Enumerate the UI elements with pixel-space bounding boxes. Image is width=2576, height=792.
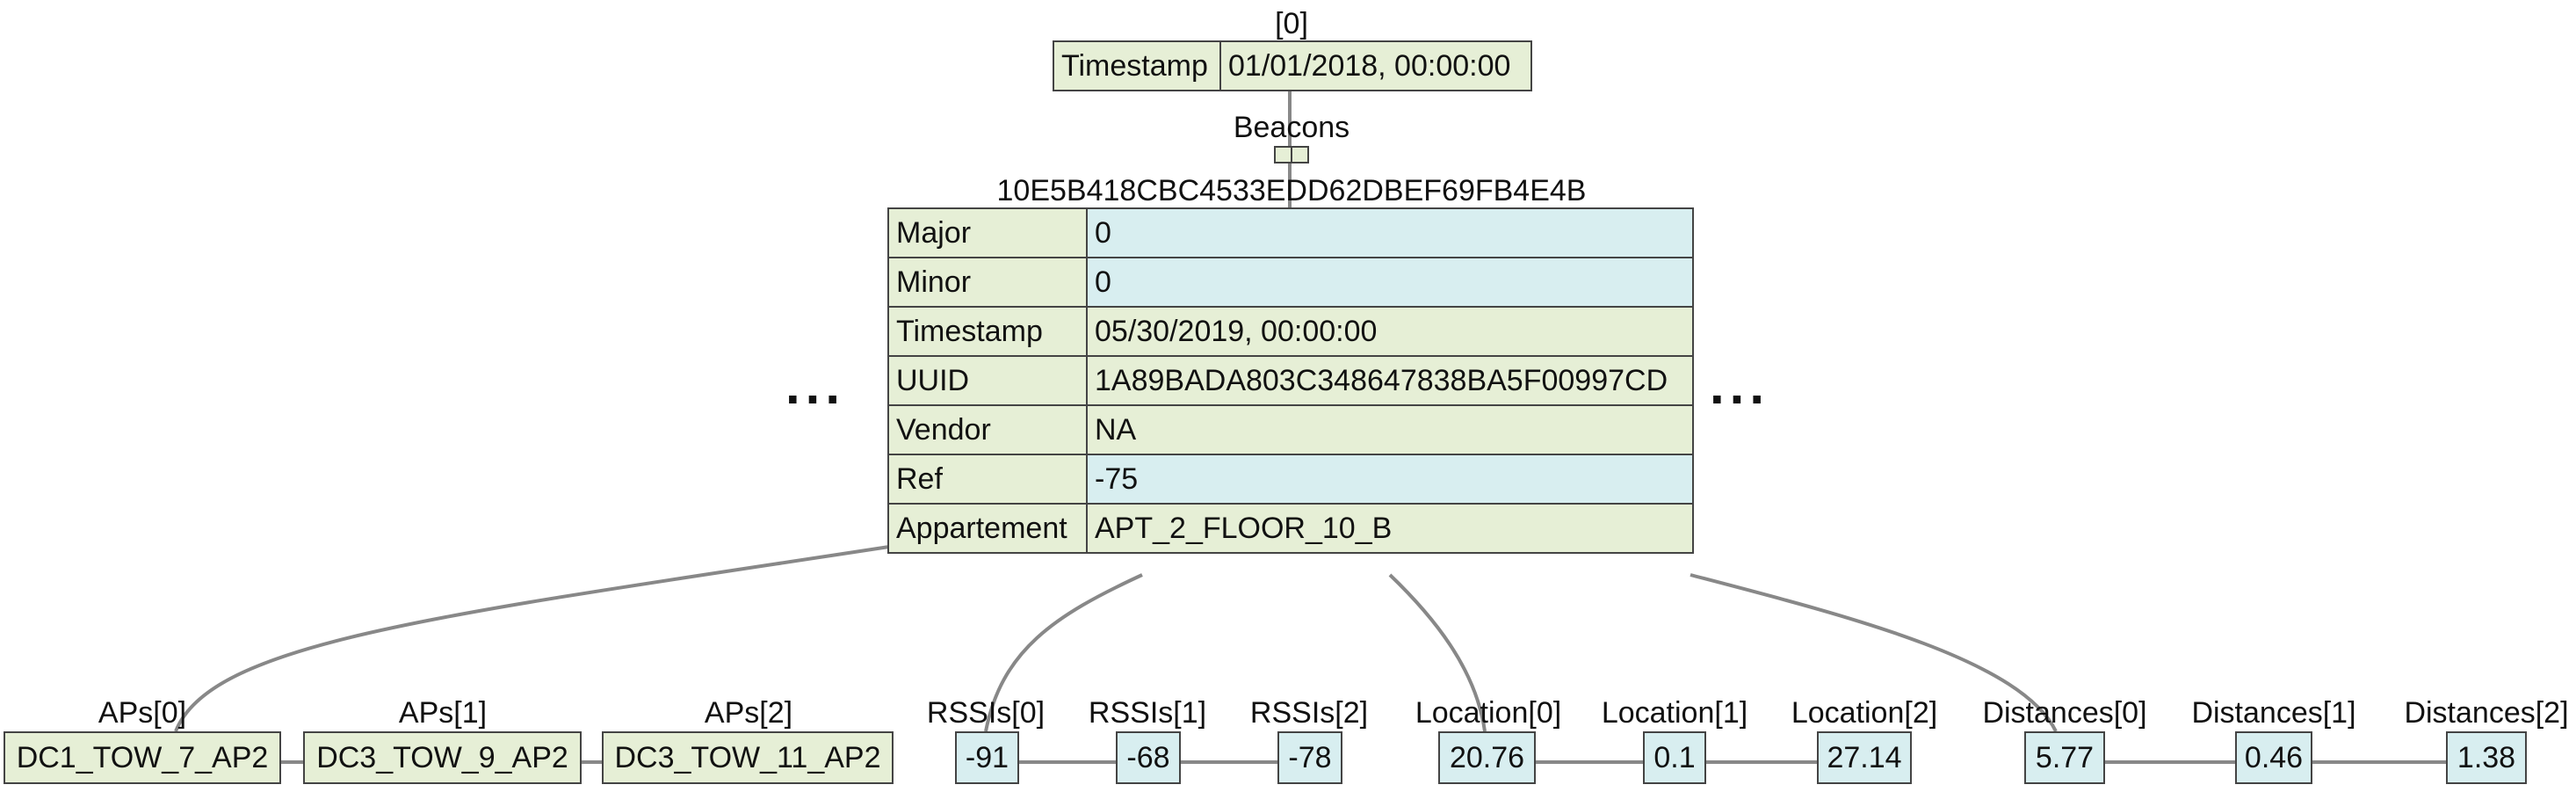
field-key: Major (887, 207, 1088, 258)
root-timestamp-key: Timestamp (1053, 40, 1221, 91)
aps-2-value: DC3_TOW_11_AP2 (602, 731, 894, 784)
rssis-2-value: -78 (1277, 731, 1342, 784)
field-key: Appartement (887, 503, 1088, 554)
ellipsis-right[interactable]: ... (1710, 356, 1770, 415)
field-value: -75 (1086, 454, 1694, 505)
field-value: 0 (1086, 257, 1694, 308)
rssis-0-label: RSSIs[0] (926, 696, 1046, 730)
location-1-label: Location[1] (1601, 696, 1748, 730)
aps-1-value: DC3_TOW_9_AP2 (303, 731, 582, 784)
aps-0-value: DC1_TOW_7_AP2 (4, 731, 281, 784)
aps-2-label: APs[2] (704, 696, 793, 730)
beacon-id: 10E5B418CBC4533EDD62DBEF69FB4E4B (996, 174, 1587, 207)
edge-appartement-to-aps (174, 545, 890, 732)
aps-1-label: APs[1] (398, 696, 488, 730)
field-key: Vendor (887, 404, 1088, 455)
edge-appartement-to-distances (1690, 573, 2058, 732)
edge-appartement-to-rssis (984, 573, 1143, 732)
root-timestamp-value: 01/01/2018, 00:00:00 (1219, 40, 1532, 91)
aps-0-label: APs[0] (98, 696, 187, 730)
field-row-major: Major 0 (887, 207, 1694, 258)
field-row-timestamp: Timestamp 05/30/2019, 00:00:00 (887, 306, 1694, 357)
ellipsis-left[interactable]: ... (785, 356, 846, 415)
beacon-record: Major 0 Minor 0 Timestamp 05/30/2019, 00… (887, 207, 1694, 554)
field-key: Timestamp (887, 306, 1088, 357)
field-value: 0 (1086, 207, 1694, 258)
field-value: APT_2_FLOOR_10_B (1086, 503, 1694, 554)
location-1-value: 0.1 (1643, 731, 1706, 784)
root-index-label: [0] (1275, 7, 1308, 40)
distances-2-value: 1.38 (2446, 731, 2527, 784)
distances-0-value: 5.77 (2024, 731, 2105, 784)
location-2-label: Location[2] (1791, 696, 1938, 730)
field-value: 1A89BADA803C348647838BA5F00997CD (1086, 355, 1694, 406)
field-key: Ref (887, 454, 1088, 505)
beacons-label: Beacons (1233, 111, 1350, 144)
distances-1-value: 0.46 (2235, 731, 2312, 784)
field-value: NA (1086, 404, 1694, 455)
field-row-vendor: Vendor NA (887, 404, 1694, 455)
location-2-value: 27.14 (1817, 731, 1912, 784)
field-row-minor: Minor 0 (887, 257, 1694, 308)
beacons-collection-node (1274, 146, 1309, 163)
edge-appartement-to-location (1388, 573, 1487, 732)
field-row-ref: Ref -75 (887, 454, 1694, 505)
distances-0-label: Distances[0] (1982, 696, 2147, 730)
location-0-label: Location[0] (1415, 696, 1562, 730)
location-0-value: 20.76 (1438, 731, 1536, 784)
rssis-1-value: -68 (1116, 731, 1181, 784)
field-row-appartement: Appartement APT_2_FLOOR_10_B (887, 503, 1694, 554)
field-key: UUID (887, 355, 1088, 406)
field-value: 05/30/2019, 00:00:00 (1086, 306, 1694, 357)
root-record: Timestamp 01/01/2018, 00:00:00 (1053, 40, 1532, 91)
distances-1-label: Distances[1] (2191, 696, 2356, 730)
field-row-uuid: UUID 1A89BADA803C348647838BA5F00997CD (887, 355, 1694, 406)
field-key: Minor (887, 257, 1088, 308)
rssis-0-value: -91 (955, 731, 1019, 784)
rssis-2-label: RSSIs[2] (1249, 696, 1369, 730)
rssis-1-label: RSSIs[1] (1088, 696, 1207, 730)
distances-2-label: Distances[2] (2404, 696, 2569, 730)
